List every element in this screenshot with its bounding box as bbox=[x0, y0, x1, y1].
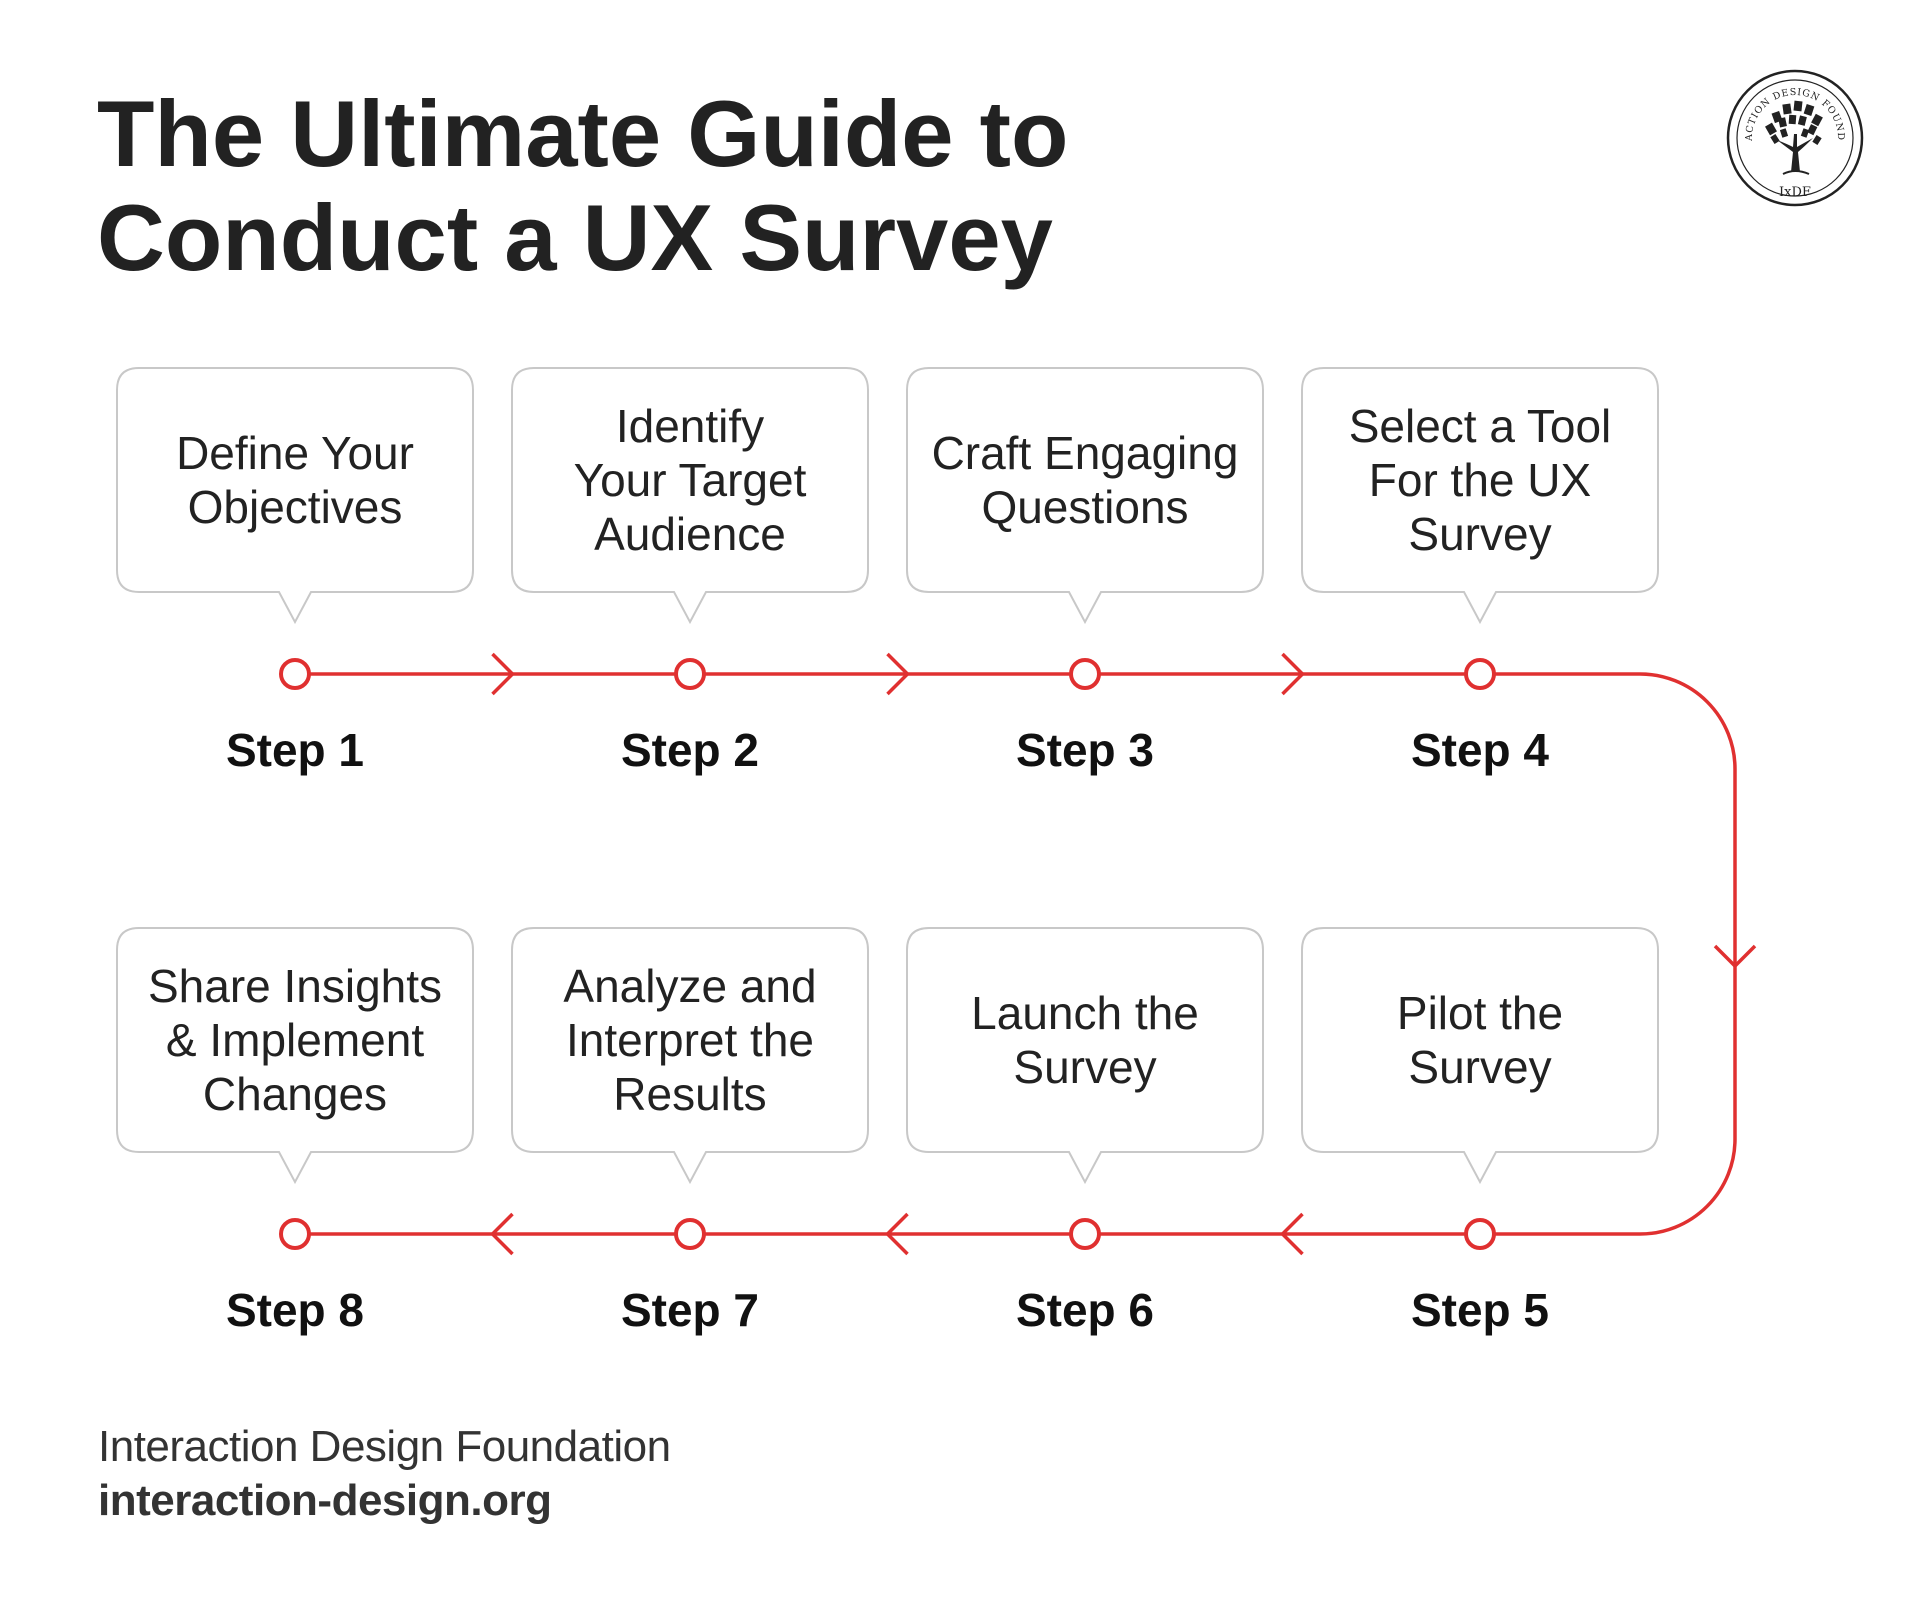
step-description: Define Your Objectives bbox=[176, 427, 414, 533]
step-node-7 bbox=[674, 1218, 706, 1250]
step-card-8: Share Insights & Implement Changes bbox=[117, 928, 473, 1152]
step-node-1 bbox=[279, 658, 311, 690]
step-card-3: Craft Engaging Questions bbox=[907, 368, 1263, 592]
step-node-5 bbox=[1464, 1218, 1496, 1250]
footer-organization: Interaction Design Foundation bbox=[98, 1422, 671, 1471]
step-label-6: Step 6 bbox=[1015, 1284, 1155, 1336]
step-node-4 bbox=[1464, 658, 1496, 690]
arrow-right-icon bbox=[1281, 652, 1305, 696]
step-label-2: Step 2 bbox=[620, 724, 760, 776]
step-card-4: Select a Tool For the UX Survey bbox=[1302, 368, 1658, 592]
step-description: Craft Engaging Questions bbox=[931, 427, 1239, 533]
tree-of-books-icon bbox=[1765, 100, 1823, 175]
step-card-2: Identify Your Target Audience bbox=[512, 368, 868, 592]
step-node-8 bbox=[279, 1218, 311, 1250]
arrow-down-icon bbox=[1713, 944, 1757, 969]
step-card-6: Launch the Survey bbox=[907, 928, 1263, 1152]
step-description: Share Insights & Implement Changes bbox=[147, 960, 443, 1120]
step-node-6 bbox=[1069, 1218, 1101, 1250]
step-card-7: Analyze and Interpret the Results bbox=[512, 928, 868, 1152]
step-description: Analyze and Interpret the Results bbox=[563, 960, 817, 1120]
logo-monogram: IxDF bbox=[1779, 185, 1811, 200]
footer-website-link[interactable]: interaction-design.org bbox=[98, 1476, 552, 1525]
step-card-1: Define Your Objectives bbox=[117, 368, 473, 592]
title-line-2: Conduct a UX Survey bbox=[97, 185, 1053, 290]
ixdf-logo: INTERACTION DESIGN FOUNDATION bbox=[1725, 68, 1864, 207]
step-description: Select a Tool For the UX Survey bbox=[1348, 400, 1612, 560]
step-label-8: Step 8 bbox=[225, 1284, 365, 1336]
step-node-3 bbox=[1069, 658, 1101, 690]
step-node-2 bbox=[674, 658, 706, 690]
footer: Interaction Design Foundation interactio… bbox=[98, 1420, 671, 1528]
step-description: Launch the Survey bbox=[971, 987, 1199, 1093]
step-label-7: Step 7 bbox=[620, 1284, 760, 1336]
step-description: Identify Your Target Audience bbox=[573, 400, 807, 560]
title-line-1: The Ultimate Guide to bbox=[97, 81, 1069, 186]
arrow-left-icon bbox=[490, 1212, 514, 1256]
arrow-left-icon bbox=[1280, 1212, 1304, 1256]
arrow-left-icon bbox=[885, 1212, 909, 1256]
step-label-3: Step 3 bbox=[1015, 724, 1155, 776]
step-label-4: Step 4 bbox=[1410, 724, 1550, 776]
arrow-right-icon bbox=[886, 652, 910, 696]
step-card-5: Pilot the Survey bbox=[1302, 928, 1658, 1152]
step-label-5: Step 5 bbox=[1410, 1284, 1550, 1336]
arrow-right-icon bbox=[491, 652, 515, 696]
step-label-1: Step 1 bbox=[225, 724, 365, 776]
step-description: Pilot the Survey bbox=[1396, 987, 1564, 1093]
page-title: The Ultimate Guide to Conduct a UX Surve… bbox=[97, 82, 1297, 290]
